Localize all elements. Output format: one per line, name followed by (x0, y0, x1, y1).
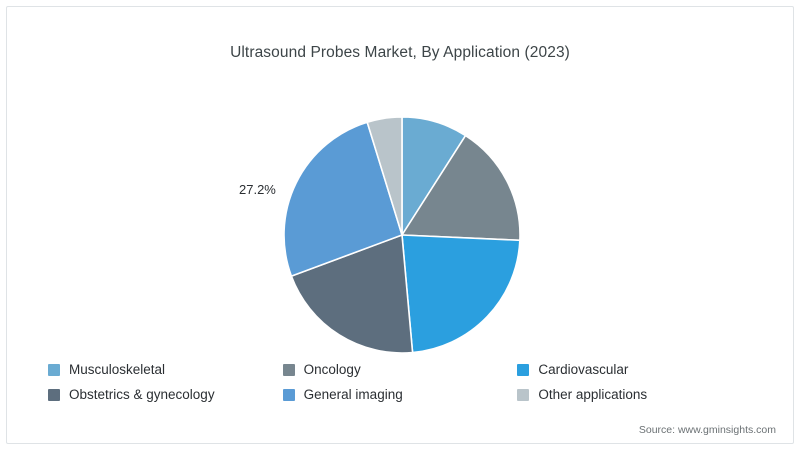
legend-item-oncology[interactable]: Oncology (282, 362, 518, 377)
pie-slice[interactable] (401, 234, 521, 354)
legend-label: Other applications (538, 387, 648, 402)
legend-label: Oncology (303, 362, 361, 377)
pie-slice[interactable] (290, 233, 414, 354)
legend-item-general-imaging[interactable]: General imaging (282, 387, 518, 402)
legend-label: Musculoskeletal (69, 362, 166, 377)
legend-label: General imaging (303, 387, 403, 402)
legend-item-cardiovascular[interactable]: Cardiovascular (517, 362, 752, 377)
legend-item-other-applications[interactable]: Other applications (517, 387, 752, 402)
legend-label: Obstetrics & gynecology (69, 387, 215, 402)
pie-chart (282, 115, 522, 355)
legend: Musculoskeletal Oncology Cardiovascular … (48, 362, 752, 402)
legend-item-obstetrics-gynecology[interactable]: Obstetrics & gynecology (48, 387, 283, 402)
legend-item-musculoskeletal[interactable]: Musculoskeletal (48, 362, 283, 377)
pie-slice[interactable] (400, 134, 521, 242)
slice-value-label: 27.2% (239, 182, 276, 197)
legend-swatch-icon (517, 363, 530, 376)
legend-swatch-icon (48, 363, 60, 376)
pie-svg (283, 116, 521, 354)
legend-swatch-icon (48, 388, 60, 401)
legend-swatch-icon (517, 388, 530, 401)
pie-slice[interactable] (283, 121, 403, 278)
source-note: Source: www.gminsights.com (638, 424, 776, 436)
legend-swatch-icon (282, 388, 295, 401)
figure-border (6, 6, 794, 444)
pie-slice[interactable] (366, 116, 403, 236)
legend-label: Cardiovascular (538, 362, 629, 377)
legend-swatch-icon (282, 363, 295, 376)
page-title: Ultrasound Probes Market, By Application… (230, 44, 570, 61)
